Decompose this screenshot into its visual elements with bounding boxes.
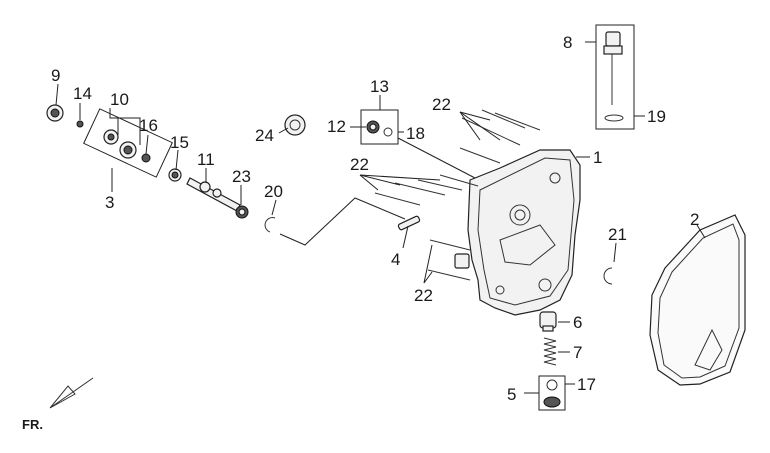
callout-4: 4 — [391, 250, 400, 269]
callout-5: 5 — [507, 385, 516, 404]
callout-11: 11 — [197, 150, 215, 169]
oil-dipstick — [595, 24, 635, 130]
callout-22-top: 22 — [432, 95, 451, 114]
cover-bolts — [374, 109, 541, 281]
circlip-left — [264, 217, 276, 233]
callout-10: 10 — [110, 90, 129, 109]
callout-2: 2 — [690, 210, 699, 229]
callout-7: 7 — [573, 343, 582, 362]
callout-19: 19 — [647, 107, 666, 126]
callout-9: 9 — [51, 66, 60, 85]
callout-22-middle: 22 — [350, 155, 369, 174]
callout-13: 13 — [370, 77, 389, 96]
callout-21: 21 — [608, 225, 627, 244]
circlip-right — [603, 267, 613, 285]
callout-22-bottom: 22 — [414, 286, 433, 305]
callout-16: 16 — [139, 116, 158, 135]
front-direction-arrow: FR. — [22, 377, 94, 432]
right-crankcase-cover — [454, 149, 581, 316]
callout-numbers: 9 14 10 16 15 11 23 3 20 24 13 12 18 22 … — [51, 33, 699, 404]
oil-seal — [284, 114, 306, 136]
callout-3: 3 — [105, 193, 114, 212]
callout-23: 23 — [232, 167, 251, 186]
callout-17: 17 — [577, 375, 596, 394]
callout-24: 24 — [255, 126, 274, 145]
callout-14: 14 — [73, 84, 92, 103]
drain-plug-assembly — [538, 311, 566, 411]
callout-1: 1 — [593, 148, 602, 167]
callout-20: 20 — [264, 182, 283, 201]
callout-8: 8 — [563, 33, 572, 52]
leader-lines — [55, 41, 706, 394]
callout-12: 12 — [327, 117, 346, 136]
front-direction-label: FR. — [22, 417, 43, 432]
seal-and-oring-group — [360, 109, 399, 145]
cover-gasket — [649, 214, 746, 386]
callout-18: 18 — [406, 124, 425, 143]
callout-6: 6 — [573, 313, 582, 332]
shaft-assembly — [46, 104, 249, 219]
dowel-pin — [397, 215, 421, 231]
callout-15: 15 — [170, 133, 189, 152]
